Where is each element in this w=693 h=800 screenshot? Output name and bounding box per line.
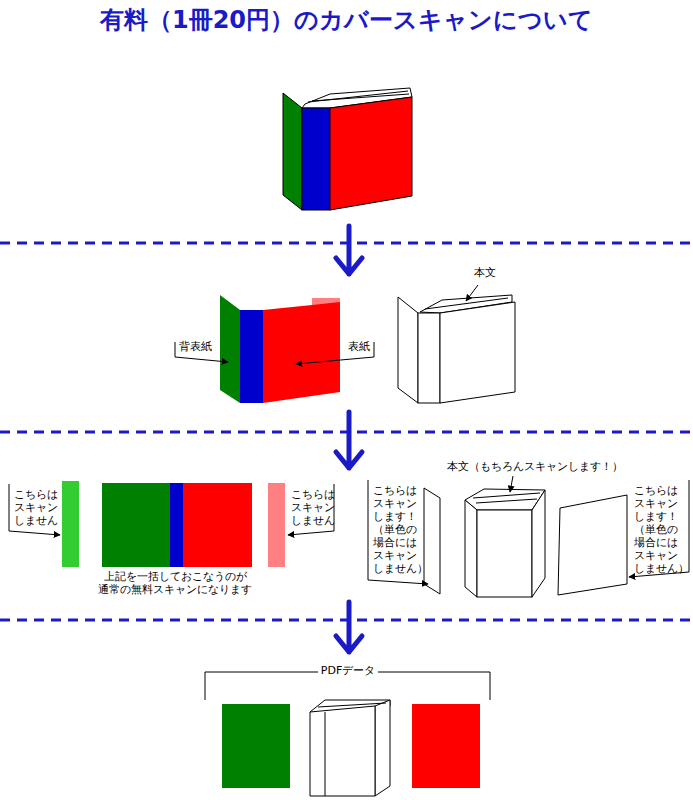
callout-label: こちらは スキャン します！ （単色の 場合には スキャン しません） [373,484,428,575]
leader-line [368,476,689,584]
removed-cover [220,295,340,403]
callout-label: 背表紙 [179,340,212,353]
callout-label: こちらは スキャン しません [14,488,58,527]
pdf-output [222,700,480,796]
book-with-cover [283,88,412,210]
book-body [398,295,515,403]
leader-line [175,285,478,364]
separator [0,243,693,620]
callout-label: 本文 [474,266,496,279]
callout-label: こちらは スキャン しません [291,488,335,527]
callout-label: 上記を一括しておこなうのが 通常の無料スキャンになります [98,570,252,596]
leader-line [9,484,334,535]
callout-label: 本文（もちろんスキャンします！） [447,460,623,473]
flow-arrow [336,226,362,652]
page-title: 有料（1冊20円）のカバースキャンについて [0,4,693,36]
book-body-flaps [424,488,627,597]
flat-cover [62,481,285,567]
callout-label: PDFデータ [318,664,378,677]
callout-label: 表紙 [348,340,370,353]
callout-label: こちらは スキャン します！ （単色の 場合には スキャン しません） [634,484,689,575]
